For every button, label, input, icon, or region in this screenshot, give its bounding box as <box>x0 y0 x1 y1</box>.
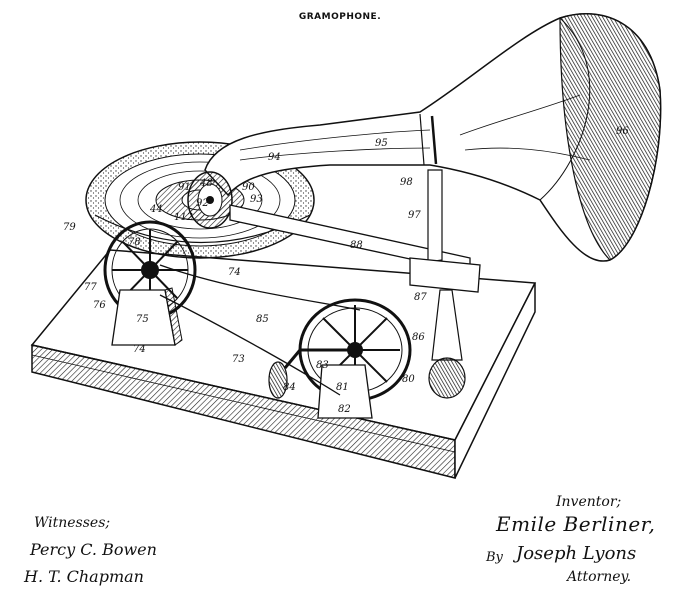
witness-signature: H. T. Chapman <box>24 567 144 586</box>
ref-label: 73 <box>232 354 245 365</box>
ref-label: 87 <box>414 292 427 303</box>
ref-label: 84 <box>283 382 296 393</box>
ref-label: 92 <box>196 198 209 209</box>
ref-label: 94 <box>268 152 281 163</box>
ref-label: 88 <box>350 240 363 251</box>
arm-and-support <box>229 169 481 399</box>
horn <box>204 13 662 262</box>
attorney-label: Attorney. <box>567 569 632 585</box>
inventor-name: Emile Berliner, <box>496 512 656 536</box>
attorney-signature: Joseph Lyons <box>516 543 637 564</box>
ref-label: 82 <box>338 404 351 415</box>
ref-label: 79 <box>63 222 76 233</box>
ref-label: 81 <box>336 382 349 393</box>
ref-label: 91 <box>178 182 191 193</box>
ref-label: 85 <box>256 314 269 325</box>
ref-label: 93 <box>250 194 263 205</box>
witnesses-label: Witnesses; <box>34 515 111 531</box>
ref-label: 77 <box>84 282 97 293</box>
ref-label: 98 <box>400 177 413 188</box>
ref-label: 83 <box>316 360 329 371</box>
witness-signature: Percy C. Bowen <box>30 540 157 559</box>
ref-label: 74 <box>133 344 146 355</box>
reference-numerals: 73 74 75 76 77 78 79 44 91 112 48 90 92 … <box>63 126 629 415</box>
ref-label: 80 <box>402 374 415 385</box>
drawing-title: GRAMOPHONE. <box>298 12 382 22</box>
ref-label: 48 <box>199 178 213 189</box>
ref-label: 78 <box>128 237 141 248</box>
ref-label: 90 <box>242 182 255 193</box>
ref-label: 112 <box>174 212 193 223</box>
left-flywheel <box>103 220 197 346</box>
ref-label: 76 <box>93 300 106 311</box>
ref-label: 44 <box>149 204 163 215</box>
ref-label: 95 <box>375 138 388 149</box>
ref-label: 74 <box>228 267 241 278</box>
by-label: By <box>486 550 503 565</box>
ref-label: 97 <box>408 210 421 221</box>
sound-box <box>187 171 233 229</box>
ref-label: 75 <box>136 314 149 325</box>
ref-label: 86 <box>412 332 425 343</box>
inventor-label: Inventor; <box>556 494 622 510</box>
crank-and-belt <box>159 264 361 399</box>
ref-label: 96 <box>616 126 629 137</box>
